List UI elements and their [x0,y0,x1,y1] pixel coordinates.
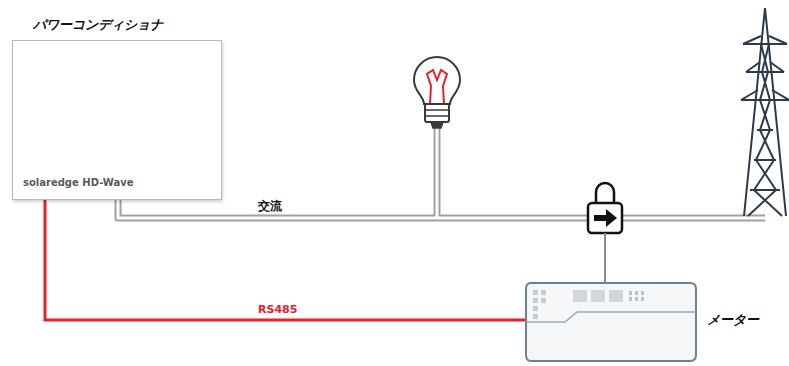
meter-module [591,290,605,302]
bulb-tip [431,122,443,128]
meter-terminal [533,314,538,319]
tower-legs [744,8,786,216]
bulb-glass [414,57,460,104]
meter-module [609,290,623,302]
meter-terminal [541,290,546,295]
current-clamp [588,183,622,282]
meter-led [641,291,644,295]
clamp-loop [596,183,614,203]
inverter-box: パワーコンディショナsolaredge HD-Wave [12,40,222,200]
meter-body [526,283,696,361]
meter-outline [525,282,697,362]
meter-led [635,297,638,301]
line-label: 交流 [258,199,282,213]
transmission-tower [741,8,789,216]
meter-terminal [541,298,546,303]
ac-main-line-inner [118,200,765,218]
inverter-heading: パワーコンディショナ [33,17,163,33]
clamp-body [588,203,622,233]
tower-bracing [748,44,782,216]
ac-lamp-drop-inner [436,128,439,218]
bulb-thread [425,115,449,117]
brand-logo: solaredge HD-Wave [23,177,134,189]
meter-heading: メーター [707,312,759,328]
ac-main-line [118,200,765,218]
clamp-arrow [594,209,617,227]
tower-arm-braces [741,36,789,100]
meter-box: メーター [525,282,697,362]
meter-led [629,291,632,295]
wire-label: RS485 [258,303,297,316]
meter-led [629,297,632,301]
meter-led [641,297,644,301]
bulb-filament [427,70,447,104]
meter-terminal [533,298,538,303]
ac-lamp-drop [434,128,441,218]
meter-panel-edge [526,312,696,322]
meter-terminal [533,306,538,311]
meter-terminal [533,290,538,295]
bulb-thread [425,109,449,111]
tower-crossarms [741,44,789,100]
meter-module [573,290,587,302]
tower-struts [750,130,780,190]
bulb-base [425,104,449,122]
clamp-lead [604,233,606,282]
light-bulb [414,57,460,128]
signal-wire [45,200,525,320]
meter-led [635,291,638,295]
